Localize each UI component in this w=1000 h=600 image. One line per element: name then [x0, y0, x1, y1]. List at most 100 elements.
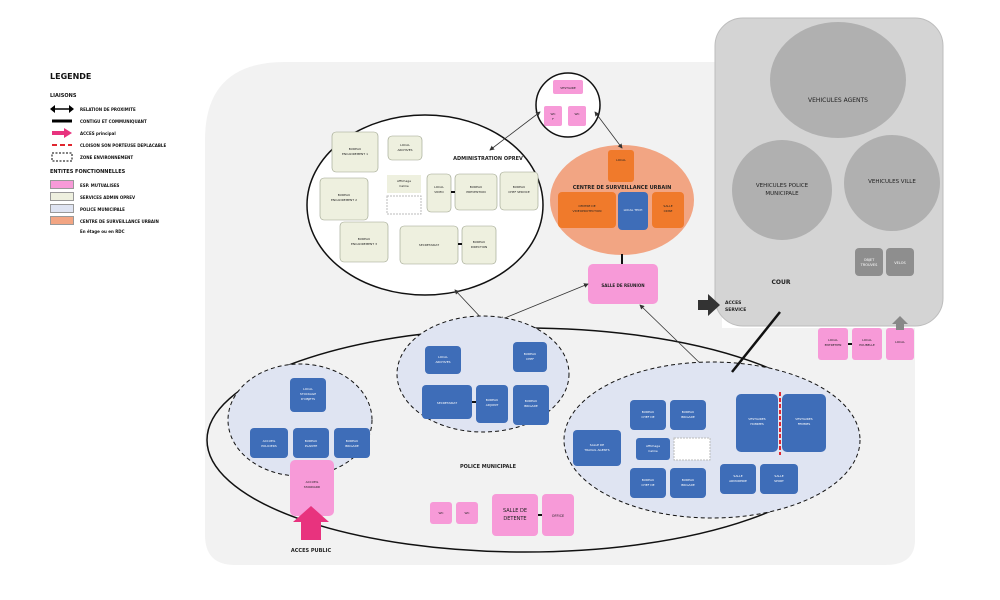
pm-stockage-l1: LOCAL: [303, 387, 313, 391]
pm-brigade-mid-l2: BRIGADE: [524, 404, 538, 408]
pm-accueil-l2: POLICIERS: [261, 444, 277, 448]
thick-line-icon: [50, 116, 74, 126]
pm-armurerie-l1: SALLE: [733, 474, 742, 478]
pm-vest-f-l2: FEMMES: [798, 422, 811, 426]
wc-sub-1: F: [552, 117, 554, 121]
legend-entity-label: SERVICES ADMIN OPREV: [80, 194, 136, 200]
csu-salle-crise: [652, 192, 684, 228]
swatch-beige: [50, 192, 74, 201]
velos-box: [886, 248, 914, 276]
legend-link-label: CLOISON SON PORTEUSE DEPLACABLE: [80, 142, 167, 148]
vehicles-agents-label: VEHICULES AGENTS: [808, 97, 868, 104]
pm-secretariat: [422, 385, 472, 419]
admin-b3-l1: BUREAU: [358, 237, 370, 241]
legend-entity-csu: CENTRE DE SURVEILLANCE URBAIN: [50, 215, 200, 227]
detente-l2: DETENTE: [503, 516, 526, 522]
admin-sec-l1: SECRETARIAT: [419, 243, 439, 247]
vehicles-agents-zone: [770, 22, 906, 138]
pm-brigade-l2: BRIGADE: [345, 444, 359, 448]
admin-bureau-chef-service: [499, 171, 539, 211]
pm-bureau-adjoint: [476, 385, 508, 423]
admin-bd-l2: DIRECTION: [471, 245, 488, 249]
objets-trouves-label-2: TROUVES: [860, 263, 878, 267]
service-access-l1: ACCES: [725, 300, 741, 306]
salle-detente: [492, 494, 538, 536]
admin-local-archives: [387, 135, 423, 161]
vestiaire-box: [553, 80, 583, 94]
admin-bc-l1: BUREAU: [513, 185, 525, 189]
pm-brigade-l1: BUREAU: [346, 439, 358, 443]
pm-adjoint-l1: BUREAU: [486, 398, 498, 402]
pm-aff-l2: Calme: [648, 449, 658, 453]
csu-crise-l2: CRISE: [664, 209, 673, 213]
csu-vp-l1: CENTRE DE: [578, 204, 595, 208]
pm-bureau-chef-2: [630, 468, 666, 498]
pm-bureau-brigade-2: [670, 468, 706, 498]
accueil-standard-l2: STANDARD: [304, 485, 321, 489]
admin-b3-l2: ENCADREMENT 3: [351, 242, 377, 246]
pm-salle-armurerie: [720, 464, 756, 494]
admin-bd-l1: BUREAU: [473, 240, 485, 244]
bottom-wc-1-label: WC: [438, 511, 443, 515]
local-poubelle-l1: LOCAL: [862, 338, 872, 342]
office: [542, 494, 574, 536]
local-access-arrow: [892, 316, 908, 330]
pm-vest-h-l1: VESTIAIRES: [748, 417, 765, 421]
pm-sport-l1: SALLE: [774, 474, 783, 478]
pm-adjoint-l2: ADJOINT: [486, 403, 499, 407]
pm-armurerie-l2: ARMURERIE: [729, 479, 747, 483]
pm-brig2-l2: BRIGADE: [681, 483, 695, 487]
admin-bc-l2: CHEF SERVICE: [508, 190, 530, 194]
velos-label: VELOS: [894, 261, 906, 265]
swatch-pink: [50, 180, 74, 189]
police-title: POLICE MUNICIPALE: [460, 464, 517, 470]
pm-bureau-chef: [513, 342, 547, 372]
legend-link-partition: CLOISON SON PORTEUSE DEPLACABLE: [50, 139, 200, 151]
admin-lv-l2: VIDEO: [434, 190, 444, 194]
pm-brigade-mid-l1: BUREAU: [525, 399, 537, 403]
pm-salle-travail: [573, 430, 621, 466]
legend-link-zone: ZONE ENVIRONNEMENT: [50, 151, 200, 163]
admin-b2-l1: BUREAU: [338, 193, 350, 197]
csu-local-tech: [618, 192, 648, 230]
cour-label: COUR: [772, 279, 791, 286]
rel-admin-vestiaire: [489, 111, 541, 151]
pm-travail-l2: TRAVAIL AGENTS: [583, 448, 609, 452]
legend-entity-admin: SERVICES ADMIN OPREV: [50, 191, 200, 203]
accueil-standard-l1: ACCUEIL: [306, 480, 319, 484]
local-entretien: [818, 328, 848, 360]
csu-videoprotection: [558, 192, 616, 228]
objets-trouves-label: OBJET: [864, 258, 875, 262]
legend-entities-title: ENTITES FONCTIONNELLES: [50, 169, 126, 175]
admin-bureau-encadrement-2: [319, 177, 369, 221]
vehicles-city-zone: [844, 135, 940, 231]
pm-bureau-plainte: [293, 428, 329, 458]
csu-local-label: LOCAL: [616, 158, 626, 162]
double-arrow-icon: [50, 104, 74, 114]
local-poubelle-l2: POUBELLE: [859, 343, 875, 347]
admin-bp-l1: BUREAU: [470, 185, 482, 189]
legend-link-contigu: CONTIGU ET COMMUNIQUANT: [50, 115, 200, 127]
swatch-lightblue: [50, 204, 74, 213]
legend-entity-mutualises: ESP. MUTUALISES: [50, 179, 200, 191]
pm-travail-l1: SALLE DE: [590, 443, 605, 447]
service-access-l2: SERVICE: [725, 307, 746, 313]
pm-sport-l2: SPORT: [774, 479, 784, 483]
pm-affichage: [636, 438, 670, 460]
pm-brig2-l1: BUREAU: [682, 478, 694, 482]
pm-calme: [673, 437, 711, 461]
pm-vestiaires-femmes: [782, 394, 826, 452]
wc-label-1: WC: [550, 112, 555, 116]
pm-bureau-chef-1: [630, 400, 666, 430]
pm-accueil-l1: ACCUEIL: [263, 439, 276, 443]
pm-bureau-brigade-left: [334, 428, 370, 458]
legend-entities-note: En étage ou en RDC: [50, 227, 200, 235]
pm-local-stockage: [290, 378, 326, 412]
pm-vestiaires-hommes: [736, 394, 778, 452]
admin-lv-l1: LOCAL: [434, 185, 444, 189]
pm-local-archives: [425, 346, 461, 374]
public-access-arrow: [293, 506, 329, 540]
rel-vestiaire-csu: [594, 111, 623, 149]
pm-stockage-l3: D'OBJETS: [301, 397, 315, 401]
